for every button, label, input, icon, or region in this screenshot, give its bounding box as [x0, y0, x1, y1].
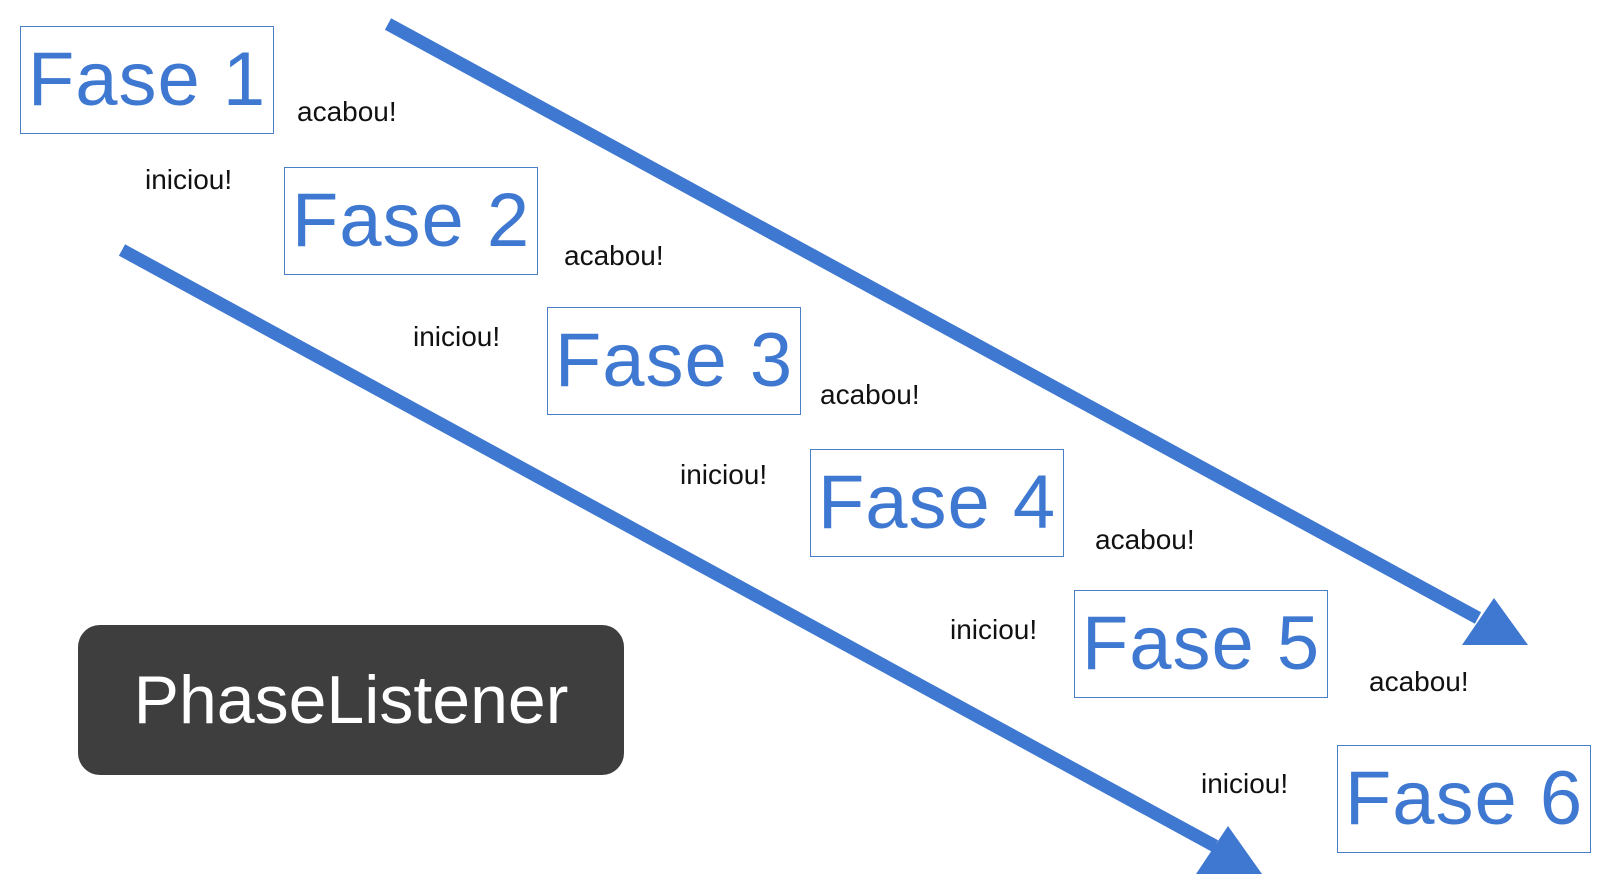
- phase-6-box: Fase 6: [1337, 745, 1591, 853]
- phase-1-label: Fase 1: [27, 37, 267, 122]
- phase-1-ended-note: acabou!: [297, 96, 397, 127]
- phase-6-started-note: iniciou!: [1201, 768, 1289, 799]
- phase-4-box: Fase 4: [810, 449, 1064, 557]
- phase-listener-badge: PhaseListener: [78, 625, 624, 775]
- phase-1-box: Fase 1: [20, 26, 274, 134]
- phase-2-label: Fase 2: [291, 178, 531, 263]
- phase-listener-label: PhaseListener: [133, 662, 569, 738]
- phase-2-box: Fase 2: [284, 167, 538, 275]
- phase-3-started-note: iniciou!: [413, 321, 501, 352]
- upper-arrow-shaft: [384, 18, 1482, 624]
- phase-4-started-note: iniciou!: [680, 459, 768, 490]
- phase-5-started-note: iniciou!: [950, 614, 1038, 645]
- upper-flow-arrow: [384, 18, 1528, 645]
- lower-arrow-head: [1196, 826, 1262, 874]
- phase-5-ended-note: acabou!: [1369, 666, 1469, 697]
- phase-4-ended-note: acabou!: [1095, 524, 1195, 555]
- phase-2-ended-note: acabou!: [564, 240, 664, 271]
- upper-arrow-head: [1462, 598, 1528, 645]
- phase-5-box: Fase 5: [1074, 590, 1328, 698]
- phase-5-label: Fase 5: [1081, 601, 1321, 686]
- phase-3-ended-note: acabou!: [820, 379, 920, 410]
- phase-3-label: Fase 3: [554, 318, 794, 403]
- phase-3-box: Fase 3: [547, 307, 801, 415]
- lower-arrow-shaft: [118, 244, 1219, 852]
- phase-4-label: Fase 4: [817, 460, 1057, 545]
- phase-2-started-note: iniciou!: [145, 164, 233, 195]
- lower-flow-arrow: [118, 244, 1262, 874]
- phase-6-label: Fase 6: [1344, 756, 1584, 841]
